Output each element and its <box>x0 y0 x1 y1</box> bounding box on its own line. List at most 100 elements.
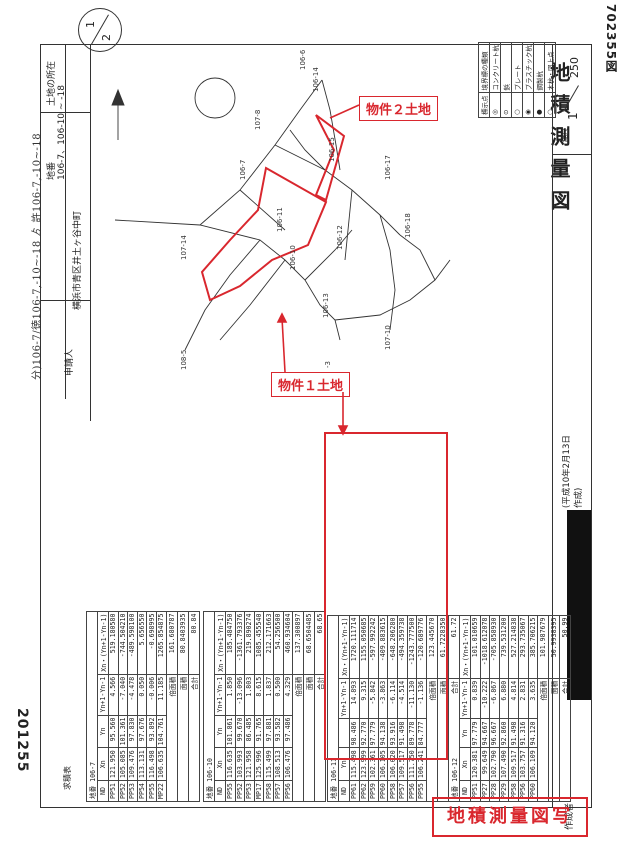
point-id: PP62 <box>359 780 369 802</box>
point-id: PP59 <box>368 780 379 802</box>
cell-value: 4.329 <box>283 674 293 716</box>
point-id: PP53 <box>127 780 138 802</box>
svg-text:106-14: 106-14 <box>312 67 320 92</box>
cell-value: 99.670 <box>235 715 245 748</box>
cell-value: 54.256500 <box>273 611 284 675</box>
col-header: Xn・(Yn+1-Yn-1) <box>459 615 471 679</box>
svg-text:106-15: 106-15 <box>328 137 336 162</box>
totals-value: 137.300897 <box>292 611 304 675</box>
property2-outline <box>314 114 346 202</box>
totals-label: 倍面積 <box>292 674 304 802</box>
cell-value: 385.706215 <box>528 615 538 679</box>
applicant-box <box>40 300 91 421</box>
point-id: PP60 <box>378 780 388 802</box>
col-header: Yn+1-Yn-1 <box>459 678 471 719</box>
cell-value: -744.504210 <box>118 611 128 675</box>
svg-text:-3: -3 <box>324 361 332 368</box>
cell-value: 93.892 <box>146 715 157 748</box>
svg-text:107-14: 107-14 <box>180 235 188 260</box>
cell-value: 97.830 <box>127 715 138 748</box>
totals-label: 合計 <box>188 674 200 802</box>
cell-value: 4.566 <box>108 674 119 716</box>
survey-map: 106-7 106-10 106-11 106-12 106-13 107-14… <box>111 50 451 370</box>
table-title: 106-10 <box>206 758 214 782</box>
cell-value: 101.010659 <box>470 615 481 679</box>
totals-label: 倍面積 <box>166 674 178 802</box>
cell-value: -1018.612078 <box>480 615 490 679</box>
point-id: PP58 <box>387 780 398 802</box>
cell-value: 116.498 <box>146 747 157 781</box>
svg-text:106-11: 106-11 <box>276 207 284 232</box>
property1-outline <box>200 166 328 302</box>
cell-value: -1361.793376 <box>235 611 245 675</box>
cell-value: 212.171663 <box>263 611 274 675</box>
cell-value: 121.950 <box>108 747 119 781</box>
table-title: 106-12 <box>451 758 459 782</box>
section-label: 求積表 <box>63 766 72 790</box>
col-header: Yn <box>214 715 226 748</box>
redacted-block <box>567 510 591 700</box>
col-header: Yn+1-Yn-1 <box>214 674 226 716</box>
author-strip <box>552 44 593 808</box>
cell-value: 8.615 <box>254 674 264 716</box>
cell-value: 5.656550 <box>137 611 147 675</box>
cell-value: 108.513 <box>273 747 284 781</box>
totals-label: 面積 <box>177 674 189 802</box>
col-header: ND <box>97 780 109 802</box>
property2-label: 物件２土地 <box>359 96 439 121</box>
document-frame <box>40 44 592 808</box>
col-header: Yn <box>97 715 109 748</box>
point-id: PP52 <box>235 780 245 802</box>
cell-value: 103.757 <box>518 747 529 781</box>
col-header: Xn・(Yn+1-Yn-1) <box>97 611 109 675</box>
cell-value: 1.803 <box>244 674 255 716</box>
table-title: 106-7 <box>89 761 97 782</box>
totals-value: 80.8403935 <box>177 611 189 675</box>
cell-value: 109.517 <box>508 747 519 781</box>
col-header: Yn+1-Yn-1 <box>97 674 109 716</box>
point-id: PP61 <box>349 780 360 802</box>
col-header: Xn・(Yn+1-Yn-1) <box>214 611 226 675</box>
col-header: ND <box>338 780 350 802</box>
point-id: PP55 <box>146 780 157 802</box>
point-id: PP57 <box>273 780 284 802</box>
cell-value: 293.735067 <box>518 615 529 679</box>
cell-value: -7.040 <box>118 674 128 716</box>
point-id: PP51 <box>108 780 119 802</box>
property1-table-highlight <box>324 432 448 760</box>
cell-value: -4.478 <box>127 674 138 716</box>
svg-text:106-18: 106-18 <box>404 213 412 238</box>
cell-value: 96.667 <box>489 718 500 748</box>
cell-value: 115.499 <box>263 747 274 781</box>
svg-text:107-8: 107-8 <box>254 110 262 130</box>
document-id: 201255 <box>14 708 30 773</box>
col-header: ND <box>214 780 226 802</box>
point-id: MP17 <box>254 780 264 802</box>
cell-value: 91.765 <box>254 715 264 748</box>
cell-value: 97.676 <box>137 715 147 748</box>
cell-value: 113.131 <box>137 747 147 781</box>
cell-value: 185.484750 <box>225 611 236 675</box>
cell-value: 104.761 <box>156 715 167 748</box>
point-id: PP56 <box>407 780 417 802</box>
totals-label: 倍面積 <box>537 678 549 802</box>
totals-value: 101.987679 <box>537 615 549 679</box>
